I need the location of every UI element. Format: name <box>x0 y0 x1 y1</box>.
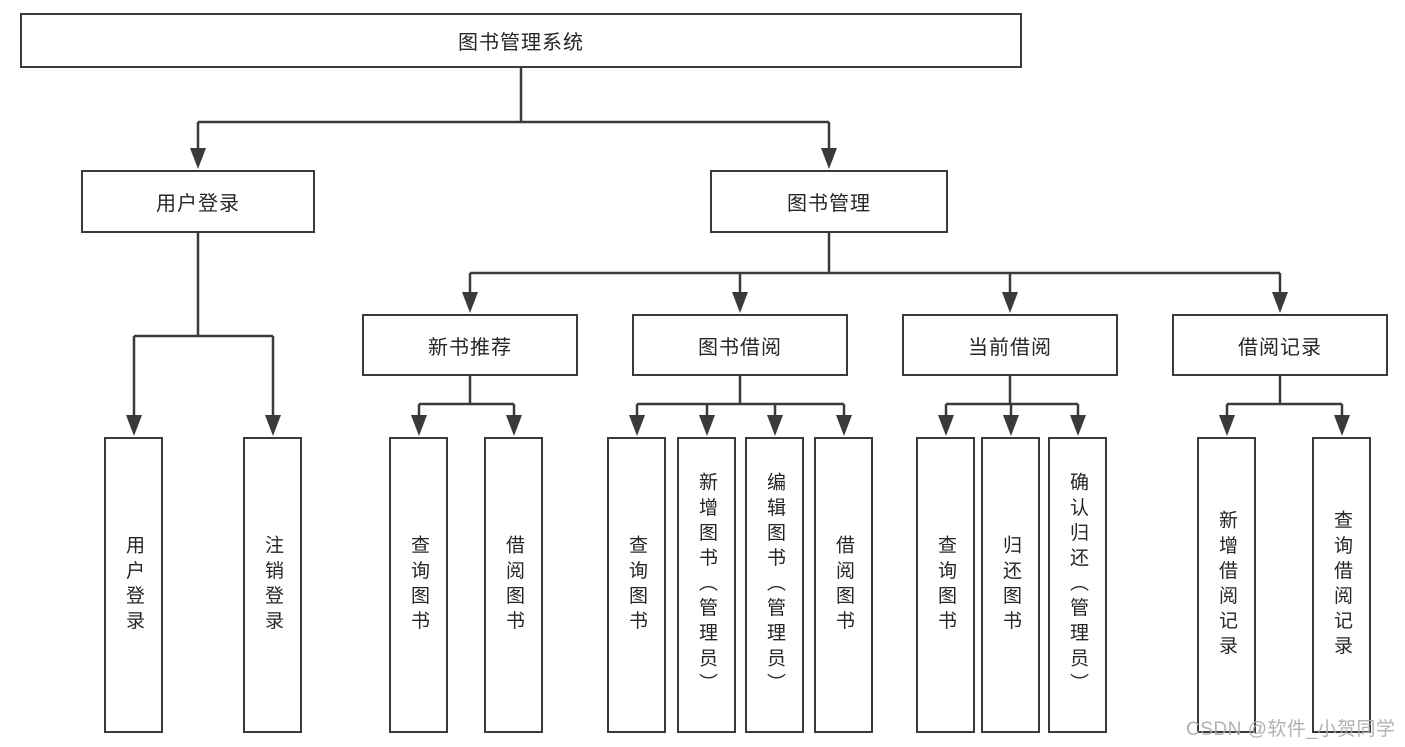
leaf-query-book-current-label: 查询图书 <box>935 534 956 636</box>
leaf-user-login-label: 用户登录 <box>123 534 144 636</box>
node-library-system-label: 图书管理系统 <box>458 32 584 54</box>
node-book-management-label: 图书管理 <box>787 193 871 215</box>
node-borrow-records: 借阅记录 <box>1172 314 1388 376</box>
arrow-down-icon <box>836 415 852 436</box>
arrow-down-icon <box>411 415 427 436</box>
leaf-borrow-book: 借阅图书 <box>814 437 873 733</box>
arrow-down-icon <box>506 415 522 436</box>
leaf-borrow-book-recommend-label: 借阅图书 <box>503 534 524 636</box>
leaf-query-book-borrow-label: 查询图书 <box>626 534 647 636</box>
leaf-edit-book-admin-label: 编辑图书（管理员） <box>764 472 785 698</box>
node-borrow-records-label: 借阅记录 <box>1238 336 1322 359</box>
arrow-down-icon <box>1272 292 1288 313</box>
leaf-query-book-borrow: 查询图书 <box>607 437 666 733</box>
leaf-confirm-return-admin: 确认归还（管理员） <box>1048 437 1107 733</box>
arrow-down-icon <box>265 415 281 436</box>
leaf-query-book-current: 查询图书 <box>916 437 975 733</box>
arrow-down-icon <box>629 415 645 436</box>
node-new-book-recommend: 新书推荐 <box>362 314 578 376</box>
arrow-down-icon <box>699 415 715 436</box>
leaf-return-book-label: 归还图书 <box>1000 534 1021 636</box>
node-user-login-label: 用户登录 <box>156 193 240 215</box>
leaf-borrow-book-label: 借阅图书 <box>833 534 854 636</box>
connector-lines <box>132 67 1344 420</box>
arrow-down-icon <box>1334 415 1350 436</box>
arrowheads <box>126 148 1350 436</box>
leaf-add-book-admin-label: 新增图书（管理员） <box>696 472 717 698</box>
leaf-query-book-recommend: 查询图书 <box>389 437 448 733</box>
node-book-borrow: 图书借阅 <box>632 314 848 376</box>
node-new-book-recommend-label: 新书推荐 <box>428 336 512 359</box>
arrow-down-icon <box>821 148 837 169</box>
watermark: CSDN @软件_小贺同学 <box>1186 719 1396 740</box>
leaf-query-borrow-record-label: 查询借阅记录 <box>1331 509 1352 661</box>
node-current-borrow: 当前借阅 <box>902 314 1118 376</box>
arrow-down-icon <box>938 415 954 436</box>
arrow-down-icon <box>126 415 142 436</box>
node-book-borrow-label: 图书借阅 <box>698 336 782 359</box>
leaf-query-book-recommend-label: 查询图书 <box>408 534 429 636</box>
leaf-borrow-book-recommend: 借阅图书 <box>484 437 543 733</box>
leaf-add-book-admin: 新增图书（管理员） <box>677 437 736 733</box>
leaf-return-book: 归还图书 <box>981 437 1040 733</box>
leaf-logout: 注销登录 <box>243 437 302 733</box>
arrow-down-icon <box>1002 292 1018 313</box>
arrow-down-icon <box>1070 415 1086 436</box>
leaf-edit-book-admin: 编辑图书（管理员） <box>745 437 804 733</box>
leaf-logout-label: 注销登录 <box>262 534 283 636</box>
arrow-down-icon <box>1003 415 1019 436</box>
node-current-borrow-label: 当前借阅 <box>968 336 1052 359</box>
arrow-down-icon <box>190 148 206 169</box>
node-user-login: 用户登录 <box>81 170 315 233</box>
leaf-confirm-return-admin-label: 确认归还（管理员） <box>1067 472 1088 698</box>
node-library-system: 图书管理系统 <box>20 13 1022 68</box>
leaf-add-borrow-record: 新增借阅记录 <box>1197 437 1256 733</box>
leaf-query-borrow-record: 查询借阅记录 <box>1312 437 1371 733</box>
arrow-down-icon <box>462 292 478 313</box>
arrow-down-icon <box>1219 415 1235 436</box>
arrow-down-icon <box>767 415 783 436</box>
arrow-down-icon <box>732 292 748 313</box>
node-book-management: 图书管理 <box>710 170 948 233</box>
leaf-add-borrow-record-label: 新增借阅记录 <box>1216 509 1237 661</box>
leaf-user-login: 用户登录 <box>104 437 163 733</box>
